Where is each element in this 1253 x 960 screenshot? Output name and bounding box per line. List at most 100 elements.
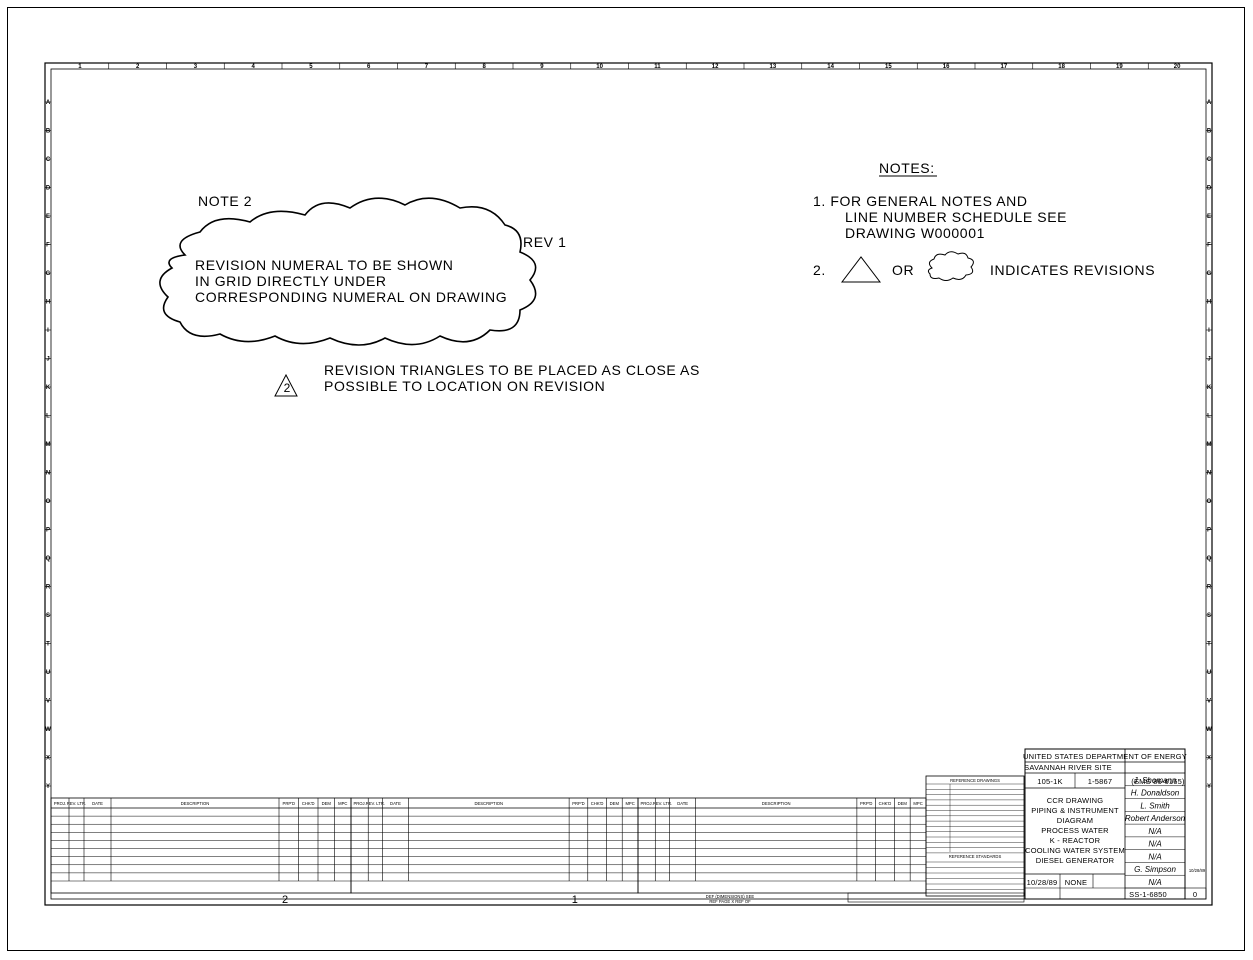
column-label: 13 <box>770 64 777 70</box>
row-label-right: G <box>1207 271 1212 277</box>
row-label-left: M <box>46 442 51 448</box>
revision-header-cell: CHK'D <box>879 801 892 806</box>
revision-header-cell: CHK'D <box>591 801 604 806</box>
column-label: 10 <box>596 64 603 70</box>
revision-section <box>50 797 352 894</box>
row-label-left: W <box>45 727 51 733</box>
drawing-ref: 1-5867 <box>1088 777 1113 786</box>
row-label-right: V <box>1207 699 1211 705</box>
revision-header-cell: DESCRIPTION <box>181 801 210 806</box>
signature-entry: N/A <box>1148 878 1161 887</box>
agency-name: UNITED STATES DEPARTMENT OF ENERGY <box>1023 752 1187 761</box>
row-label-left: R <box>46 585 51 591</box>
row-label-left: V <box>46 699 50 705</box>
row-label-right: R <box>1207 585 1212 591</box>
row-label-left: X <box>46 756 50 762</box>
revision-header-cell: PROJ. <box>353 801 365 806</box>
revision-header-cell: DESCRIPTION <box>762 801 791 806</box>
reference-standards-heading: REFERENCE STANDARDS <box>949 854 1002 859</box>
revision-header-cell: DEM <box>322 801 332 806</box>
cloud-line-1: REVISION NUMERAL TO BE SHOWN <box>195 257 453 273</box>
revision-header-cell: DEM <box>898 801 908 806</box>
column-label: 11 <box>654 64 661 70</box>
row-label-right: B <box>1207 129 1212 135</box>
row-label-right: J <box>1207 357 1210 363</box>
row-label-right: U <box>1207 670 1211 676</box>
row-label-right: M <box>1207 442 1212 448</box>
note-1-line-2: LINE NUMBER SCHEDULE SEE <box>845 209 1067 225</box>
building-number: 105-1K <box>1037 777 1062 786</box>
column-label: 9 <box>540 64 544 70</box>
bottom-strip-text-1: DEF (DIMENSIONS) SEE <box>706 894 755 899</box>
column-label: 6 <box>367 64 371 70</box>
cloud-symbol-icon <box>927 251 974 281</box>
row-label-right: L <box>1207 414 1211 420</box>
revision-header-cell: REV. LTR. <box>653 801 672 806</box>
rev-1-label: REV 1 <box>523 234 566 250</box>
row-label-left: F <box>46 243 50 249</box>
row-label-left: H <box>46 300 50 306</box>
cloud-line-2: IN GRID DIRECTLY UNDER <box>195 273 387 289</box>
revision-header-cell: MPC <box>913 801 922 806</box>
note-2-prefix: 2. <box>813 262 826 278</box>
row-label-right: N <box>1207 471 1211 477</box>
revision-section <box>350 797 639 894</box>
revision-header-cell: DATE <box>92 801 103 806</box>
column-label: 3 <box>194 64 198 70</box>
note-2-or: OR <box>892 262 914 278</box>
row-label-right: O <box>1207 499 1212 505</box>
row-label-right: W <box>1206 727 1212 733</box>
row-label-left: U <box>46 670 50 676</box>
cloud-line-3: CORRESPONDING NUMERAL ON DRAWING <box>195 289 507 305</box>
row-label-right: Q <box>1207 556 1212 562</box>
revision-header-cell: DATE <box>677 801 688 806</box>
row-label-left: B <box>46 129 51 135</box>
row-label-left: L <box>46 414 50 420</box>
revision-section-numeral: 2 <box>282 894 288 906</box>
drawing-title-line: PIPING & INSTRUMENT <box>1031 806 1119 815</box>
row-label-right: F <box>1207 243 1211 249</box>
revision-header-cell: DEM <box>610 801 620 806</box>
column-label: 17 <box>1001 64 1008 70</box>
row-label-right: D <box>1207 186 1212 192</box>
note-1-line-1: 1. FOR GENERAL NOTES AND <box>813 193 1028 209</box>
title-block: UNITED STATES DEPARTMENT OF ENERGY SAVAN… <box>1023 748 1207 900</box>
revision-header-cell: PRP'D <box>860 801 872 806</box>
row-label-left: I <box>47 328 49 334</box>
column-label: 15 <box>885 64 892 70</box>
signature-entry: H. Donaldson <box>1131 789 1180 798</box>
triangle-note-line-1: REVISION TRIANGLES TO BE PLACED AS CLOSE… <box>324 362 700 378</box>
row-label-left: A <box>46 100 51 106</box>
signature-entry: G. Simpson <box>1134 865 1176 874</box>
revision-header-cell: REV. LTR. <box>67 801 86 806</box>
row-label-left: C <box>46 157 51 163</box>
row-label-right: H <box>1207 300 1211 306</box>
signature-entry: L. Smith <box>1140 801 1170 810</box>
row-label-left: Q <box>46 556 51 562</box>
column-label: 16 <box>943 64 950 70</box>
revision-section <box>637 797 927 894</box>
revision-header-cell: CHK'D <box>302 801 315 806</box>
triangle-symbol-icon <box>840 256 882 283</box>
row-label-right: E <box>1207 214 1211 220</box>
row-label-left: E <box>46 214 50 220</box>
revision-header-cell: REV. LTR. <box>366 801 385 806</box>
drawing-scale: NONE <box>1065 878 1087 887</box>
row-label-left: T <box>46 642 50 648</box>
revision-header-cell: DESCRIPTION <box>474 801 503 806</box>
bottom-strip-text-2: REF PAGE X REF OF <box>709 899 751 904</box>
drawing-number: SS-1-6850 <box>1129 890 1167 899</box>
row-label-left: J <box>46 357 49 363</box>
drawing-date: 10/28/89 <box>1027 878 1058 887</box>
revision-cloud <box>159 197 537 346</box>
row-label-left: Y <box>46 784 50 790</box>
row-label-right: S <box>1207 613 1211 619</box>
notes-heading: NOTES: <box>879 160 935 176</box>
revision-header-cell: MPC <box>625 801 634 806</box>
signature-entry: N/A <box>1148 840 1161 849</box>
row-label-left: P <box>46 528 50 534</box>
